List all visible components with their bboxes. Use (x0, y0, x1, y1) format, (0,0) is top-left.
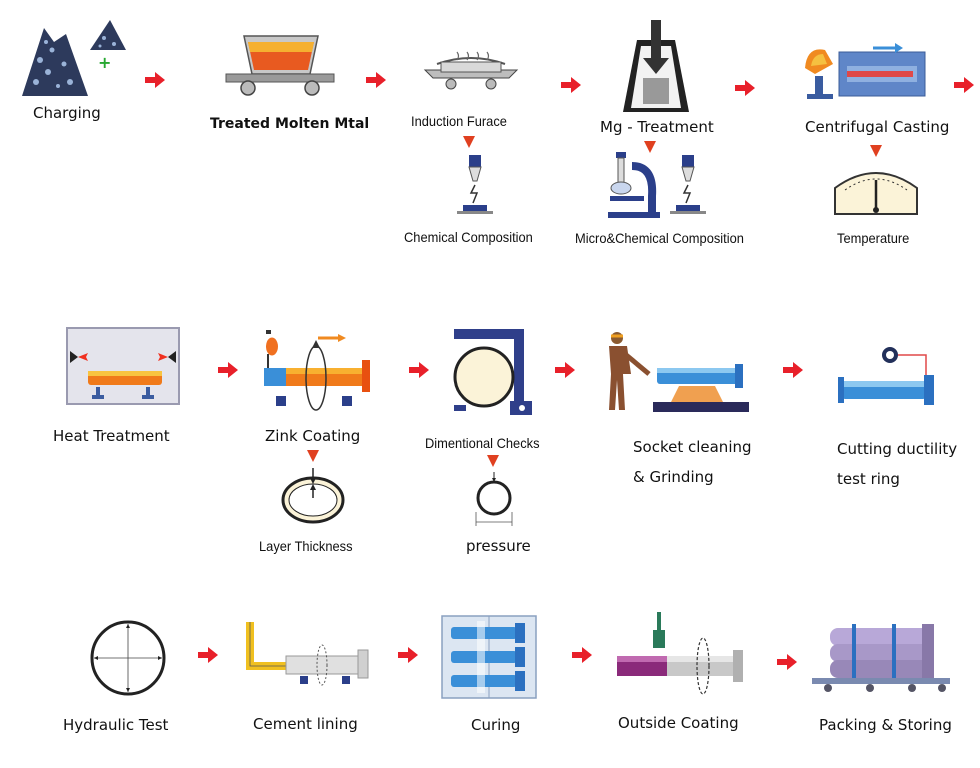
hydraulic-test-illustration (90, 620, 166, 696)
mg-treatment-illustration (623, 20, 689, 112)
flow-arrow-icon (145, 72, 165, 88)
down-arrow-icon (870, 145, 882, 157)
svg-text:+: + (98, 53, 111, 72)
layer-thickness-icon (281, 468, 345, 524)
down-arrow-icon (463, 136, 475, 148)
step-zink-coating: Zink Coating (265, 427, 361, 445)
induction-furnace-illustration (423, 51, 519, 90)
flow-arrow-icon (398, 647, 418, 663)
caliper-illustration (453, 329, 532, 415)
flow-arrow-icon (777, 654, 797, 670)
step-cutting-ductility: Cutting ductility test ring (837, 434, 957, 494)
step-heat-treatment: Heat Treatment (53, 427, 170, 445)
flow-arrow-icon (572, 647, 592, 663)
spectrometer-probe-icon-2 (670, 155, 706, 214)
flow-arrow-icon (954, 77, 974, 93)
down-arrow-icon (307, 450, 319, 462)
cement-lining-illustration (246, 622, 369, 686)
step-socket-cleaning-line2: & Grinding (633, 468, 714, 486)
step-socket-cleaning-line1: Socket cleaning (633, 438, 752, 456)
step-cement-lining: Cement lining (253, 715, 358, 733)
step-mg-treatment: Mg - Treatment (600, 118, 714, 136)
curing-illustration (441, 615, 537, 699)
socket-cleaning-illustration (609, 332, 749, 412)
check-layer-thickness: Layer Thickness (259, 538, 353, 554)
flow-arrow-icon (366, 72, 386, 88)
charging-illustration: + (22, 20, 126, 96)
pressure-ring-icon (475, 472, 513, 526)
ladle-car-illustration (225, 35, 335, 96)
flow-arrow-icon (561, 77, 581, 93)
centrifugal-casting-illustration (805, 43, 926, 99)
check-pressure: pressure (466, 537, 531, 555)
step-treated-molten-metal: Treated Molten Mtal (210, 116, 370, 132)
zink-coating-illustration (264, 330, 370, 411)
step-induction-furnace: Induction Furace (411, 113, 507, 129)
flow-arrow-icon (409, 362, 429, 378)
flow-arrow-icon (783, 362, 803, 378)
step-cutting-ductility-line2: test ring (837, 470, 900, 488)
flow-arrow-icon (218, 362, 238, 378)
step-hydraulic-test: Hydraulic Test (63, 716, 169, 734)
step-dimentional-checks: Dimentional Checks (425, 435, 540, 451)
check-chemical-composition: Chemical Composition (404, 229, 533, 245)
outside-coating-illustration (617, 612, 743, 695)
check-micro-chemical-composition: Micro&Chemical Composition (575, 230, 744, 246)
down-arrow-icon (487, 455, 499, 467)
step-centrifugal-casting: Centrifugal Casting (805, 118, 950, 136)
heat-treatment-illustration (66, 327, 180, 405)
step-packing-storing: Packing & Storing (819, 716, 952, 734)
step-socket-cleaning: Socket cleaning & Grinding (633, 432, 752, 492)
flow-arrow-icon (735, 80, 755, 96)
flow-arrow-icon (198, 647, 218, 663)
temperature-gauge-icon (834, 172, 918, 215)
down-arrow-icon (644, 141, 656, 153)
step-curing: Curing (471, 716, 521, 734)
microscope-icon (608, 152, 660, 218)
step-cutting-ductility-line1: Cutting ductility (837, 440, 958, 458)
check-temperature: Temperature (837, 230, 910, 246)
step-charging: Charging (33, 104, 101, 122)
spectrometer-probe-icon (457, 155, 493, 214)
packing-storing-illustration (812, 624, 950, 692)
step-outside-coating: Outside Coating (618, 714, 739, 732)
cutting-ductility-illustration (838, 347, 934, 405)
flow-arrow-icon (555, 362, 575, 378)
